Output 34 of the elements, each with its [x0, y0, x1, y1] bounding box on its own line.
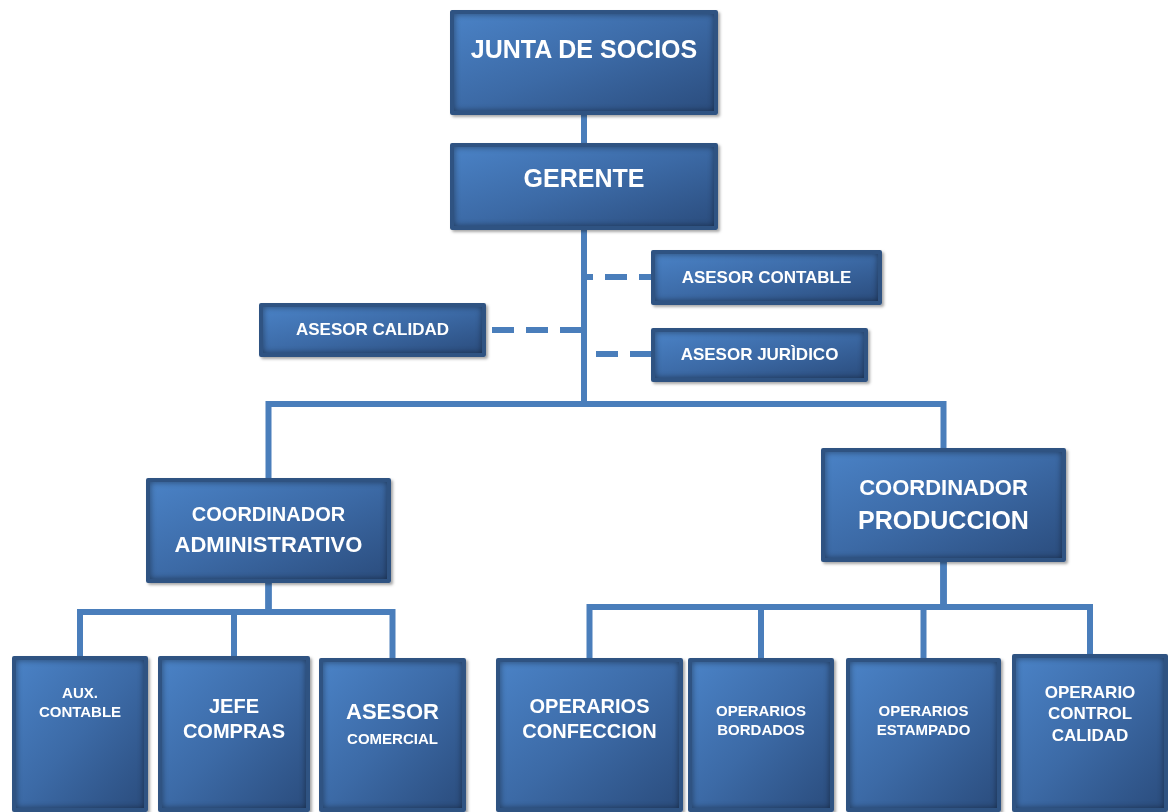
- box-label: JEFE COMPRAS: [181, 694, 287, 744]
- connector-line: [940, 562, 1093, 654]
- box-label: OPERARIO CONTROL CALIDAD: [1043, 682, 1137, 746]
- org-box: [688, 658, 834, 812]
- org-box: [450, 143, 718, 230]
- org-box: [319, 658, 466, 812]
- box-label: ADMINISTRATIVO: [174, 531, 363, 559]
- org-box: [1012, 654, 1168, 812]
- org-box: [450, 10, 718, 115]
- box-label: ASESOR CALIDAD: [296, 319, 449, 341]
- box-label: OPERARIOS ESTAMPADO: [875, 702, 972, 740]
- org-box: [158, 656, 310, 812]
- org-box: [651, 328, 868, 382]
- org-box: [846, 658, 1001, 812]
- box-label: ASESOR JURÌDICO: [680, 344, 839, 366]
- connector-line: [581, 115, 587, 143]
- box-label: COORDINADOR: [859, 473, 1028, 502]
- box-label: OPERARIOS BORDADOS: [715, 702, 807, 740]
- box-label: ASESOR CONTABLE: [681, 266, 852, 289]
- org-box: [146, 478, 391, 583]
- box-label: OPERARIOS CONFECCION: [521, 694, 658, 744]
- org-box: [821, 448, 1066, 562]
- box-label: AUX. CONTABLE: [37, 684, 123, 722]
- box-label: ASESOR: [346, 698, 439, 726]
- org-box: [651, 250, 882, 305]
- org-box: [12, 656, 148, 812]
- box-label: COORDINADOR: [191, 502, 346, 528]
- box-label: JUNTA DE SOCIOS: [470, 34, 698, 65]
- box-label: GERENTE: [523, 163, 645, 194]
- box-label: PRODUCCION: [858, 505, 1029, 537]
- org-box: [496, 658, 683, 812]
- box-label: COMERCIAL: [347, 729, 438, 749]
- connector-line: [265, 583, 396, 658]
- org-box: [259, 303, 486, 357]
